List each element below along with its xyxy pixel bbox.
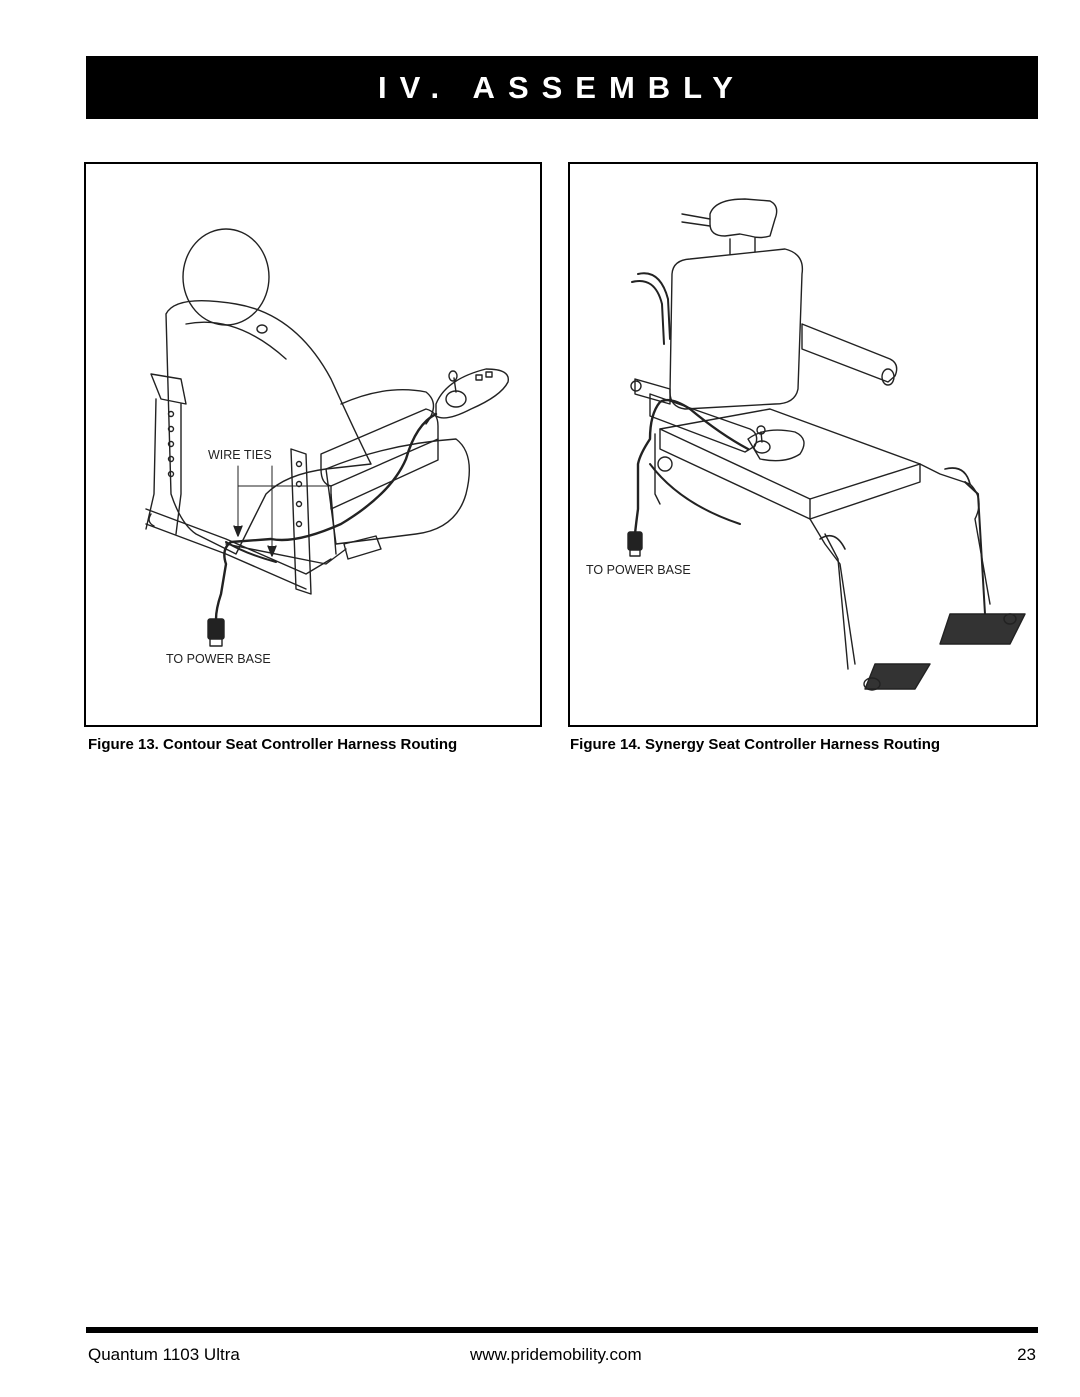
section-header-bar: IV. ASSEMBLY [86, 56, 1038, 119]
controller-harness-wire [633, 398, 750, 536]
right-armrest-shape [801, 323, 898, 383]
to-power-base-label: TO POWER BASE [166, 652, 271, 666]
headrest-shape [709, 198, 778, 239]
seat-cushion-shape [325, 438, 470, 545]
joystick-controller-shape [435, 368, 510, 419]
right-footplate-shape [939, 613, 1026, 645]
footer-rule [86, 1327, 1038, 1333]
figure-13-frame: WIRE TIES TO POWER BASE [84, 162, 542, 727]
joystick-controller-shape [747, 429, 805, 462]
to-power-base-label: TO POWER BASE [586, 563, 691, 577]
figure-14-frame: TO POWER BASE [568, 162, 1038, 727]
figure-13-caption: Figure 13. Contour Seat Controller Harne… [88, 736, 458, 753]
backrest-shape [165, 299, 372, 555]
wire-ties-label: WIRE TIES [208, 448, 272, 462]
armrest-shape [320, 408, 439, 487]
frame-bracket [150, 373, 187, 405]
footer-page-number: 23 [1017, 1345, 1036, 1364]
controller-harness-wire [214, 412, 438, 621]
headrest-shape [182, 228, 270, 326]
section-title: IV. ASSEMBLY [378, 69, 746, 105]
seat-platform-shape [659, 408, 921, 500]
footer-website-link[interactable]: www.pridemobility.com [470, 1345, 642, 1364]
left-footplate-shape [864, 663, 931, 690]
footer-product-name: Quantum 1103 Ultra [88, 1345, 240, 1364]
harness-connector [627, 531, 643, 551]
backrest-shape [669, 248, 804, 410]
figure-14-caption: Figure 14. Synergy Seat Controller Harne… [570, 736, 941, 753]
contour-seat-illustration [145, 228, 510, 647]
synergy-seat-illustration [627, 198, 1026, 691]
harness-connector [207, 618, 225, 640]
